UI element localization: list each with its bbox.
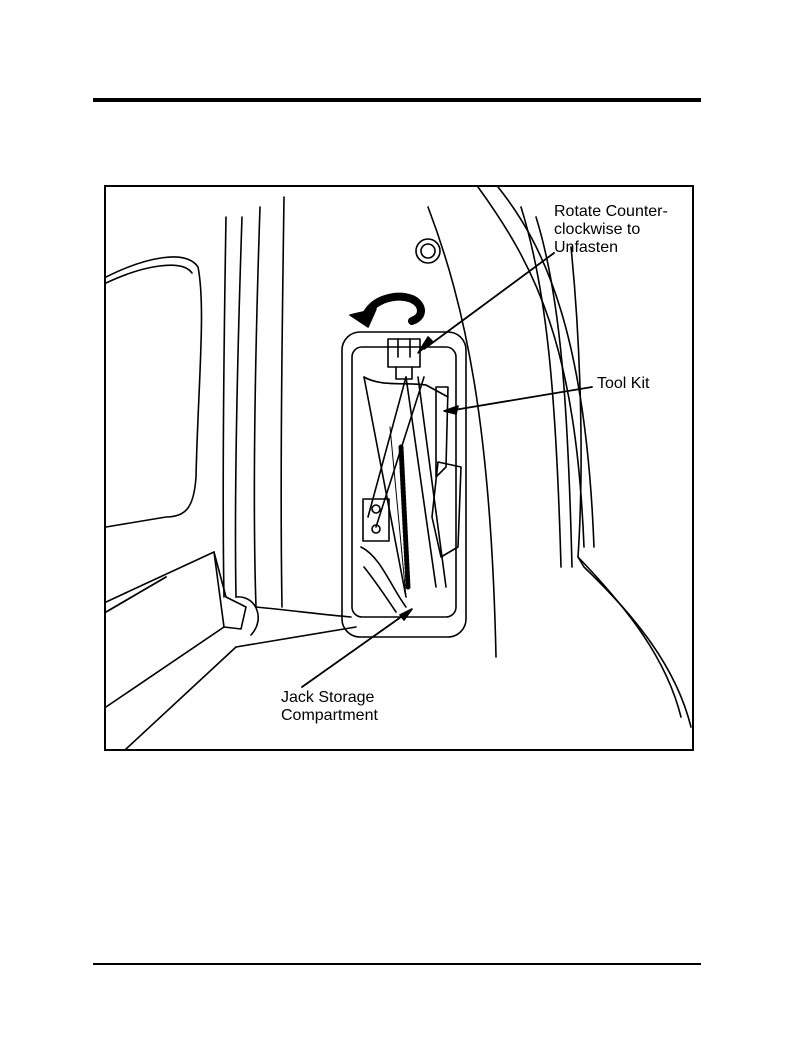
pillar-lines <box>223 217 226 597</box>
callout-tool-kit: Tool Kit <box>597 375 649 393</box>
wing-fastener <box>388 339 420 367</box>
footer-rule <box>93 963 701 965</box>
fastener-circle <box>416 239 440 263</box>
callout-rotate: Rotate Counter- clockwise to Unfasten <box>554 203 694 257</box>
body-curves <box>428 207 496 657</box>
leader-jack <box>302 612 408 687</box>
floor-wedge <box>106 552 224 707</box>
jack-storage-illustration: Rotate Counter- clockwise to Unfasten To… <box>104 185 694 751</box>
left-trim-panel <box>106 257 201 527</box>
callout-jack-storage: Jack Storage Compartment <box>281 689 441 725</box>
scissor-jack <box>361 339 461 612</box>
illustration-drawing <box>106 187 692 749</box>
floor-edges <box>126 647 236 749</box>
header-rule <box>93 98 701 102</box>
leader-rotate <box>424 253 554 349</box>
